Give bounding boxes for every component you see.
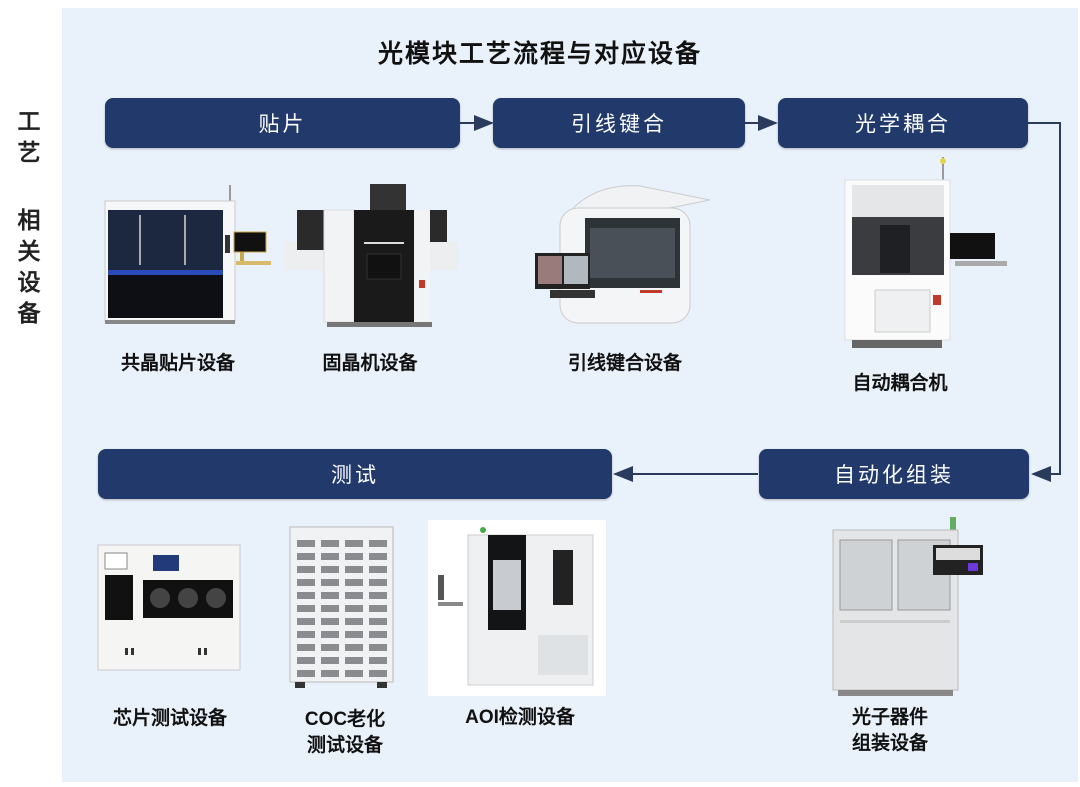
rack-slot [297,605,315,612]
rack-slot [297,618,315,625]
rack-slot [297,592,315,599]
step-optical-coupling: 光学耦合 [778,98,1028,148]
caption-die-bonder: 固晶机设备 [322,352,418,374]
rack-slot [321,618,339,625]
rack-slot [297,644,315,651]
side-label-equipment: 相 关 设 备 [14,205,44,329]
caption-line: 组装设备 [851,732,928,754]
rack-slot [369,579,387,586]
rack-slot [369,553,387,560]
rack-slot [297,540,315,547]
rack-slot [297,657,315,664]
rack-slot [345,566,363,573]
step-label: 引线键合 [571,112,667,136]
caption-aoi-inspection: AOI检测设备 [465,707,575,728]
rack-slot [345,657,363,664]
rack-slot [321,670,339,677]
rack-slot [369,605,387,612]
aoi-inspection-equipment-image [428,520,606,696]
caption-eutectic-die-bonder: 共晶贴片设备 [120,352,235,374]
side-char: 关 [17,238,41,265]
rack-slot [321,579,339,586]
rack-slot [345,670,363,677]
rack-slot [345,592,363,599]
rack-slot [369,644,387,651]
step-wire-bonding: 引线键合 [493,98,745,148]
rack-slot [345,579,363,586]
side-label-process: 工 艺 [14,106,44,168]
die-bonder-image [284,184,458,327]
caption-coc-burn-in: COC老化 测试设备 [285,707,405,759]
side-char: 艺 [17,139,41,166]
step-label: 测试 [331,463,379,487]
rack-slot [321,644,339,651]
side-char: 备 [17,300,41,327]
step-testing: 测试 [98,449,612,499]
rack-slot [345,553,363,560]
rack-slot [321,553,339,560]
rack-slot [369,566,387,573]
step-label: 贴片 [258,112,307,136]
rack-slot [321,540,339,547]
rack-slot [297,579,315,586]
rack-slot [321,605,339,612]
rack-slot [321,566,339,573]
caption-line: 测试设备 [306,735,383,756]
rack-slot [321,657,339,664]
rack-slot [297,631,315,638]
rack-slot [369,631,387,638]
rack-slot [345,618,363,625]
caption-photonic-assembly: 光子器件 组装设备 [830,704,950,756]
diagram-title: 光模块工艺流程与对应设备 [377,39,702,68]
caption-line: COC老化 [304,709,386,730]
rack-slot [345,644,363,651]
caption-line: 光子器件 [851,706,928,728]
side-char: 相 [17,207,41,234]
step-automated-assembly: 自动化组装 [759,449,1029,499]
rack-slot [369,618,387,625]
coc-burn-in-test-equipment-image [289,526,394,688]
step-die-attach: 贴片 [105,98,460,148]
rack-slot [369,657,387,664]
eutectic-die-bonder-image [104,185,271,324]
rack-slot [369,540,387,547]
step-label: 自动化组装 [834,463,954,487]
photonic-assembly-machine-image [832,517,983,696]
side-char: 工 [17,108,41,135]
rack-slot [321,631,339,638]
rack-slot [345,605,363,612]
caption-chip-test: 芯片测试设备 [112,707,227,729]
caption-wire-bonder: 引线键合设备 [567,352,682,374]
chip-test-equipment-image [97,544,241,671]
wire-bonder-image [535,185,711,324]
auto-coupling-machine-image [844,157,1007,348]
rack-slot [321,592,339,599]
side-char: 设 [17,269,41,296]
rack-slot [369,592,387,599]
rack-slot [297,566,315,573]
rack-slot [297,670,315,677]
rack-slot [297,553,315,560]
rack-slot [345,540,363,547]
caption-auto-coupling-machine: 自动耦合机 [852,372,948,394]
rack-slot [345,631,363,638]
arrow-coupling-to-assembly [1028,122,1061,482]
rack-slot [369,670,387,677]
step-label: 光学耦合 [855,112,951,136]
